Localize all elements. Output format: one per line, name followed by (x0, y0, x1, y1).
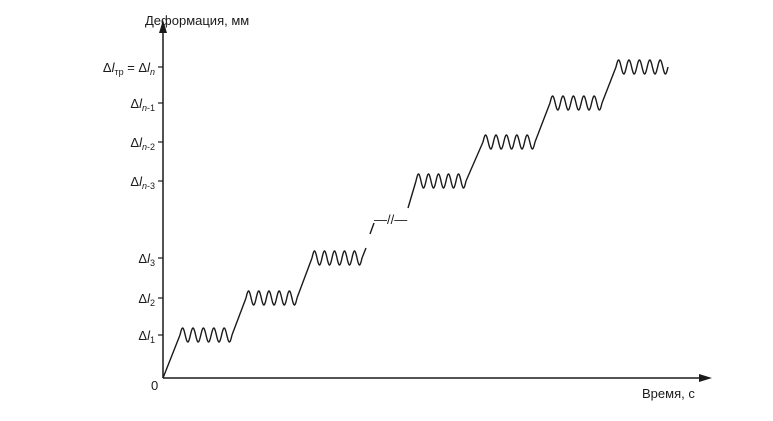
y-tick-label: Δln-2 (130, 135, 155, 152)
loading-ramp (534, 102, 551, 143)
y-tick-label: Δl3 (138, 251, 155, 268)
y-tick-label: Δl2 (138, 291, 155, 308)
loading-ramp (465, 141, 484, 182)
x-axis-arrow (699, 374, 712, 382)
y-tick-label-part: n (150, 67, 155, 77)
y-tick-label-part: n (142, 142, 147, 152)
x-axis-title: Время, с (642, 386, 695, 401)
y-tick-label-part: l (147, 291, 151, 306)
holding-oscillation (415, 173, 467, 189)
y-tick-label-part: тр (114, 67, 123, 77)
y-tick-label-part: 3 (150, 258, 155, 268)
loading-ramp (601, 66, 617, 104)
holding-oscillation (179, 327, 233, 343)
y-tick-label-part: -3 (147, 181, 155, 191)
holding-oscillation (245, 290, 298, 306)
y-tick-label-part: Δ (130, 96, 139, 111)
y-tick-label-part: Δ (138, 251, 147, 266)
loading-ramp (231, 297, 247, 336)
y-tick-label: Δl1 (138, 328, 155, 345)
y-tick-label: Δln-3 (130, 174, 155, 191)
y-tick-label-part: Δ (130, 135, 139, 150)
loading-ramp (296, 257, 313, 299)
loading-ramp (162, 334, 181, 379)
y-tick-label-part: l (139, 174, 143, 189)
y-tick-label-part: -2 (147, 142, 155, 152)
y-tick-label-part: l (139, 96, 143, 111)
y-tick-label-part: 2 (150, 298, 155, 308)
loading-ramp (361, 222, 375, 259)
y-tick-label-part: -1 (147, 103, 155, 113)
y-tick-label-part: Δ (138, 291, 147, 306)
y-tick-label-part: l (147, 60, 151, 75)
y-tick-label-part: Δ (103, 60, 112, 75)
origin-label: 0 (151, 378, 158, 393)
y-tick-label: Δlтр = Δln (103, 60, 155, 77)
deformation-curve (162, 59, 669, 379)
y-tick-label-part: Δ (138, 328, 147, 343)
holding-oscillation (615, 59, 669, 75)
y-tick-label-part: 1 (150, 335, 155, 345)
holding-oscillation (311, 250, 363, 266)
y-tick-label-part: Δ (130, 174, 139, 189)
axis-break-marker: —//— (374, 212, 407, 227)
loading-ramp (407, 180, 417, 209)
y-axis-arrow (159, 20, 167, 33)
y-tick-label-part: l (147, 251, 151, 266)
y-axis-title: Деформация, мм (145, 13, 249, 28)
y-tick-label-part: l (147, 328, 151, 343)
y-tick-label-part: n (142, 181, 147, 191)
y-tick-label-part: l (112, 60, 116, 75)
y-tick-label-part: l (139, 135, 143, 150)
y-tick-label-part: n (142, 103, 147, 113)
holding-oscillation (482, 134, 536, 150)
holding-oscillation (549, 95, 603, 111)
y-tick-label-part: = Δ (124, 60, 148, 75)
y-tick-label: Δln-1 (130, 96, 155, 113)
